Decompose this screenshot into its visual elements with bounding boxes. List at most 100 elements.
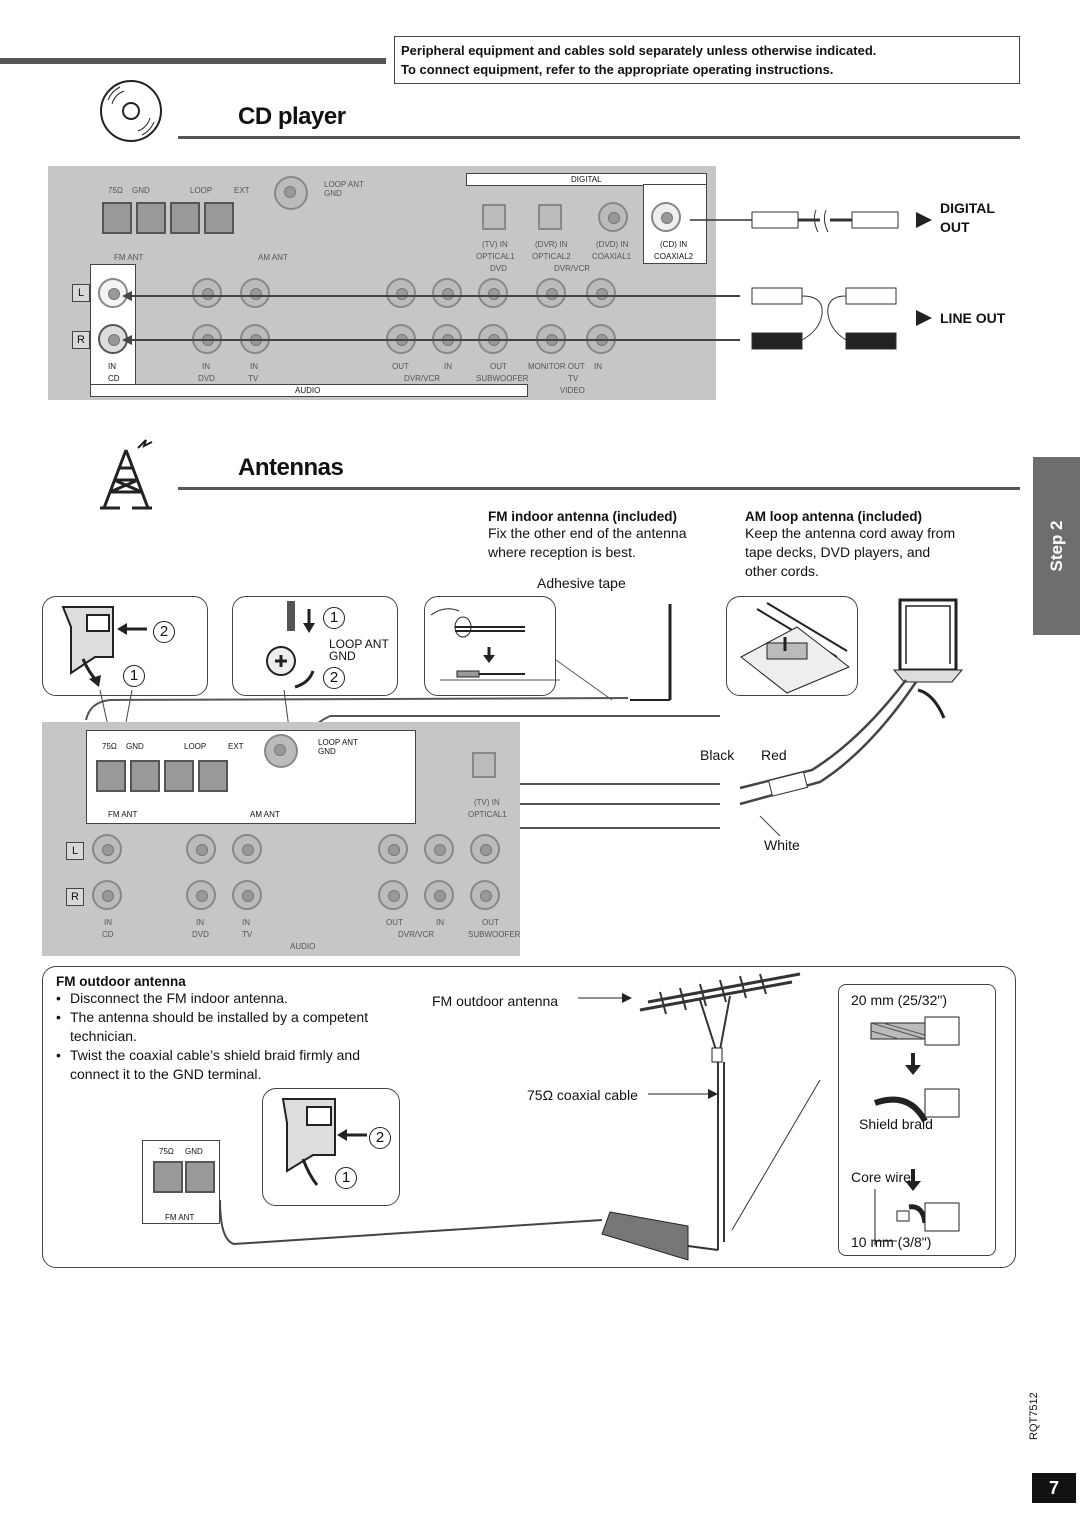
ant-am-ant-label: AM ANT	[250, 810, 280, 819]
ant-tv-r-jack	[232, 880, 262, 910]
step-badge-1b: 1	[323, 607, 345, 629]
fm-outdoor-terminal-box: 75Ω GND FM ANT	[142, 1140, 220, 1224]
ant-loop-terminal	[164, 760, 194, 792]
header-bar	[0, 58, 386, 64]
fm-terminal-callout: 2 1	[42, 596, 208, 696]
fm-ant-label: FM ANT	[114, 253, 144, 262]
digital-out-line1: DIGITAL	[940, 200, 995, 216]
loop-ant-label: LOOP ANT	[324, 180, 364, 189]
fm-outdoor-antenna-label: FM outdoor antenna	[432, 993, 559, 1009]
ant-optical-port	[472, 752, 496, 778]
antennas-section-rule	[178, 487, 1020, 490]
fm-outdoor-heading: FM outdoor antenna	[56, 974, 186, 989]
coaxial2-jack	[651, 202, 681, 232]
sub-out-label: OUT	[490, 362, 507, 371]
ant-dvr-in-label: IN	[436, 918, 444, 927]
ant-fm-gnd-terminal	[130, 760, 160, 792]
dvr-vcr-group-label: DVR/VCR	[554, 264, 591, 273]
coax-stripping-box: 20 mm (25/32") Shield braid Core wire 10…	[838, 984, 996, 1256]
dvr-in-label: (DVR) IN	[535, 240, 568, 249]
optical1-label: OPTICAL1	[476, 252, 515, 261]
ant-video-jack	[470, 834, 500, 864]
ant-fm-terminal	[96, 760, 126, 792]
audio-bar: AUDIO	[90, 384, 528, 397]
coax-cable-label: 75Ω coaxial cable	[527, 1087, 638, 1103]
tv-label: TV	[248, 374, 259, 383]
cd-in-left-jack	[98, 278, 128, 308]
tv-in-label: (TV) IN	[482, 240, 508, 249]
gnd-label: GND	[132, 186, 150, 195]
cd-in-label: (CD) IN	[660, 240, 688, 249]
cd-section-title: CD player	[238, 103, 346, 130]
dvd-in-label: (DVD) IN	[596, 240, 629, 249]
audio-label: AUDIO	[295, 386, 321, 395]
optical2-port	[538, 204, 562, 230]
fm-outdoor-bullet-2: The antenna should be installed by a com…	[56, 1008, 396, 1046]
ant-fm-ant-label: FM ANT	[108, 810, 138, 819]
am-loop-block: AM loop antenna (included) Keep the ante…	[745, 509, 1015, 581]
ant-cd-in-label: IN	[104, 918, 112, 927]
step-badge-1: 1	[123, 665, 145, 687]
ant-loop-ant-label: LOOP ANT	[318, 738, 358, 747]
ant-tv-label: TV	[242, 930, 253, 939]
callout-loop-ant-label: LOOP ANT	[329, 637, 389, 651]
fm-indoor-text-1: Fix the other end of the antenna	[488, 525, 687, 541]
ant-audio-label: AUDIO	[290, 942, 316, 951]
tv-in-label2: IN	[250, 362, 258, 371]
step-badge-1c: 1	[335, 1167, 357, 1189]
fm-outdoor-text: FM outdoor antenna Disconnect the FM ind…	[56, 974, 396, 1084]
red-wire-label: Red	[761, 747, 787, 763]
dvr-video-out-jack	[536, 278, 566, 308]
optical2-label: OPTICAL2	[532, 252, 571, 261]
page-number: 7	[1032, 1473, 1076, 1503]
wire-twist-illustration	[430, 608, 525, 678]
am-loop-text-3: other cords.	[745, 563, 819, 579]
ant-dvd-r-jack	[186, 880, 216, 910]
notice-line-2: To connect equipment, refer to the appro…	[401, 62, 834, 77]
step-badge-2: 2	[153, 621, 175, 643]
am-loop-heading: AM loop antenna (included)	[745, 509, 922, 524]
black-wire-label: Black	[700, 747, 735, 763]
am-loop-text-2: tape decks, DVD players, and	[745, 544, 931, 560]
screw-illustration	[266, 601, 315, 689]
callout-gnd-label: GND	[329, 649, 356, 663]
line-out-label: LINE OUT	[940, 310, 1006, 326]
step-badge-2b: 2	[323, 667, 345, 689]
ant-dvr-out-r-jack	[378, 880, 408, 910]
subwoofer-label: SUBWOOFER	[476, 374, 529, 383]
coaxial1-jack	[598, 202, 628, 232]
coaxial1-label: COAXIAL1	[592, 252, 632, 261]
right-channel-marker: R	[72, 331, 90, 349]
am-loop-text-1: Keep the antenna cord away from	[745, 525, 956, 541]
outdoor-ohm-label: 75Ω	[159, 1147, 174, 1156]
notice-line-1: Peripheral equipment and cables sold sep…	[401, 43, 877, 58]
core-wire-label: Core wire	[851, 1169, 911, 1185]
ant-right-marker: R	[66, 888, 84, 906]
coaxial2-label: COAXIAL2	[654, 252, 694, 261]
am-loop-base-illustration	[740, 602, 850, 694]
fm-outdoor-box	[42, 966, 1016, 1268]
coax-stripping-illustration	[870, 1016, 960, 1245]
ant-dvr-in-r-jack	[424, 880, 454, 910]
optical1-port	[482, 204, 506, 230]
ant-tv-in-label: (TV) IN	[474, 798, 500, 807]
ext-label: EXT	[234, 186, 250, 195]
step-tab: Step 2	[1033, 457, 1080, 635]
monitor-out-label: MONITOR OUT	[528, 362, 585, 371]
outdoor-gnd-terminal	[185, 1161, 215, 1193]
dvd-in-l-jack	[192, 278, 222, 308]
dim-20mm-label: 20 mm (25/32")	[851, 992, 948, 1008]
loop-label: LOOP	[190, 186, 213, 195]
ohm-label: 75Ω	[108, 186, 123, 195]
am-ext-terminal	[204, 202, 234, 234]
ant-dvd-in-label: IN	[196, 918, 204, 927]
fm-indoor-block: FM indoor antenna (included) Fix the oth…	[488, 509, 728, 562]
ant-loop-screw	[264, 734, 298, 768]
fm-terminal	[102, 202, 132, 234]
video-label: VIDEO	[560, 386, 585, 395]
dvr-vcr-label: DVR/VCR	[404, 374, 441, 383]
cd-disc-icon	[100, 80, 162, 142]
ant-tv-in-label2: IN	[242, 918, 250, 927]
am-loop-base-callout	[726, 596, 858, 696]
outdoor-antenna-diagram	[219, 972, 821, 1261]
